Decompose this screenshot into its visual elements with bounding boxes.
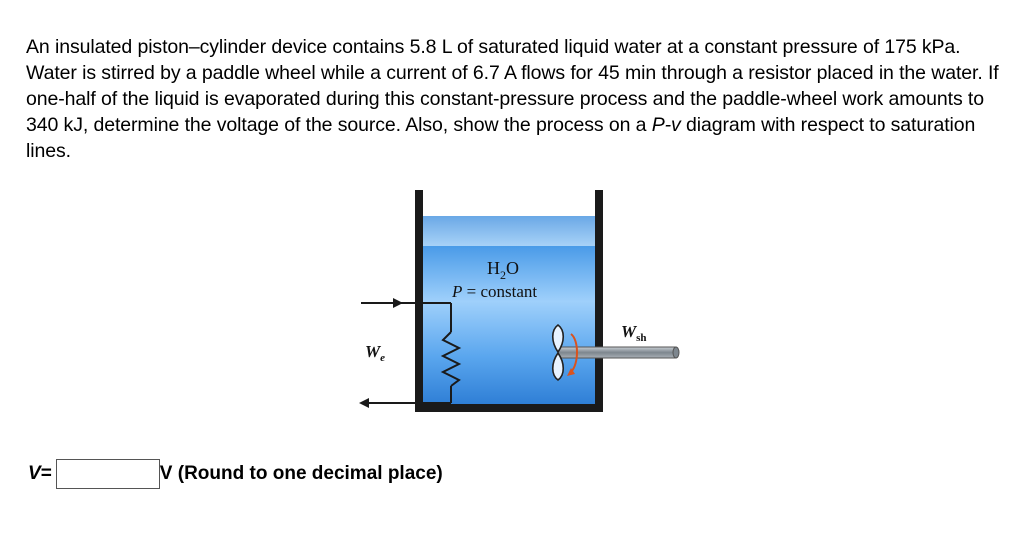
paddle-wheel — [551, 324, 565, 381]
shaft-end — [672, 346, 680, 359]
pv-term: P-v — [651, 114, 681, 136]
answer-equals: = — [40, 463, 52, 484]
rotation-arrow — [570, 333, 578, 373]
current-in-arrow — [393, 298, 403, 308]
piston — [423, 216, 595, 246]
problem-text-part1: An insulated piston–cylinder device cont… — [26, 36, 999, 136]
we-label: We — [365, 342, 385, 364]
answer-variable: V — [28, 463, 41, 484]
answer-hint: (Round to one decimal place) — [172, 463, 443, 484]
voltage-input[interactable] — [55, 459, 160, 489]
cylinder-left-wall — [415, 190, 423, 412]
problem-text-part2: diagram with respect to saturation lines… — [26, 114, 976, 162]
answer-row: V = V (Round to one decimal place) — [28, 457, 443, 491]
cylinder-right-wall — [595, 190, 603, 412]
piston-cylinder-diagram: H2O P = constant We — [359, 190, 680, 412]
current-out-arrow — [359, 398, 369, 408]
answer-unit: V — [159, 463, 173, 484]
piston-cylinder-figure: H2O P = constant We — [355, 182, 695, 427]
wsh-label: Wsh — [621, 322, 647, 344]
resistor-circuit — [361, 302, 462, 404]
paddle-shaft — [557, 346, 677, 359]
cylinder-bottom — [415, 404, 603, 412]
h2o-label: H2O — [487, 258, 519, 282]
pressure-label: P = constant — [451, 282, 537, 301]
rotation-arrowhead — [567, 368, 575, 376]
problem-statement: An insulated piston–cylinder device cont… — [26, 34, 1011, 164]
